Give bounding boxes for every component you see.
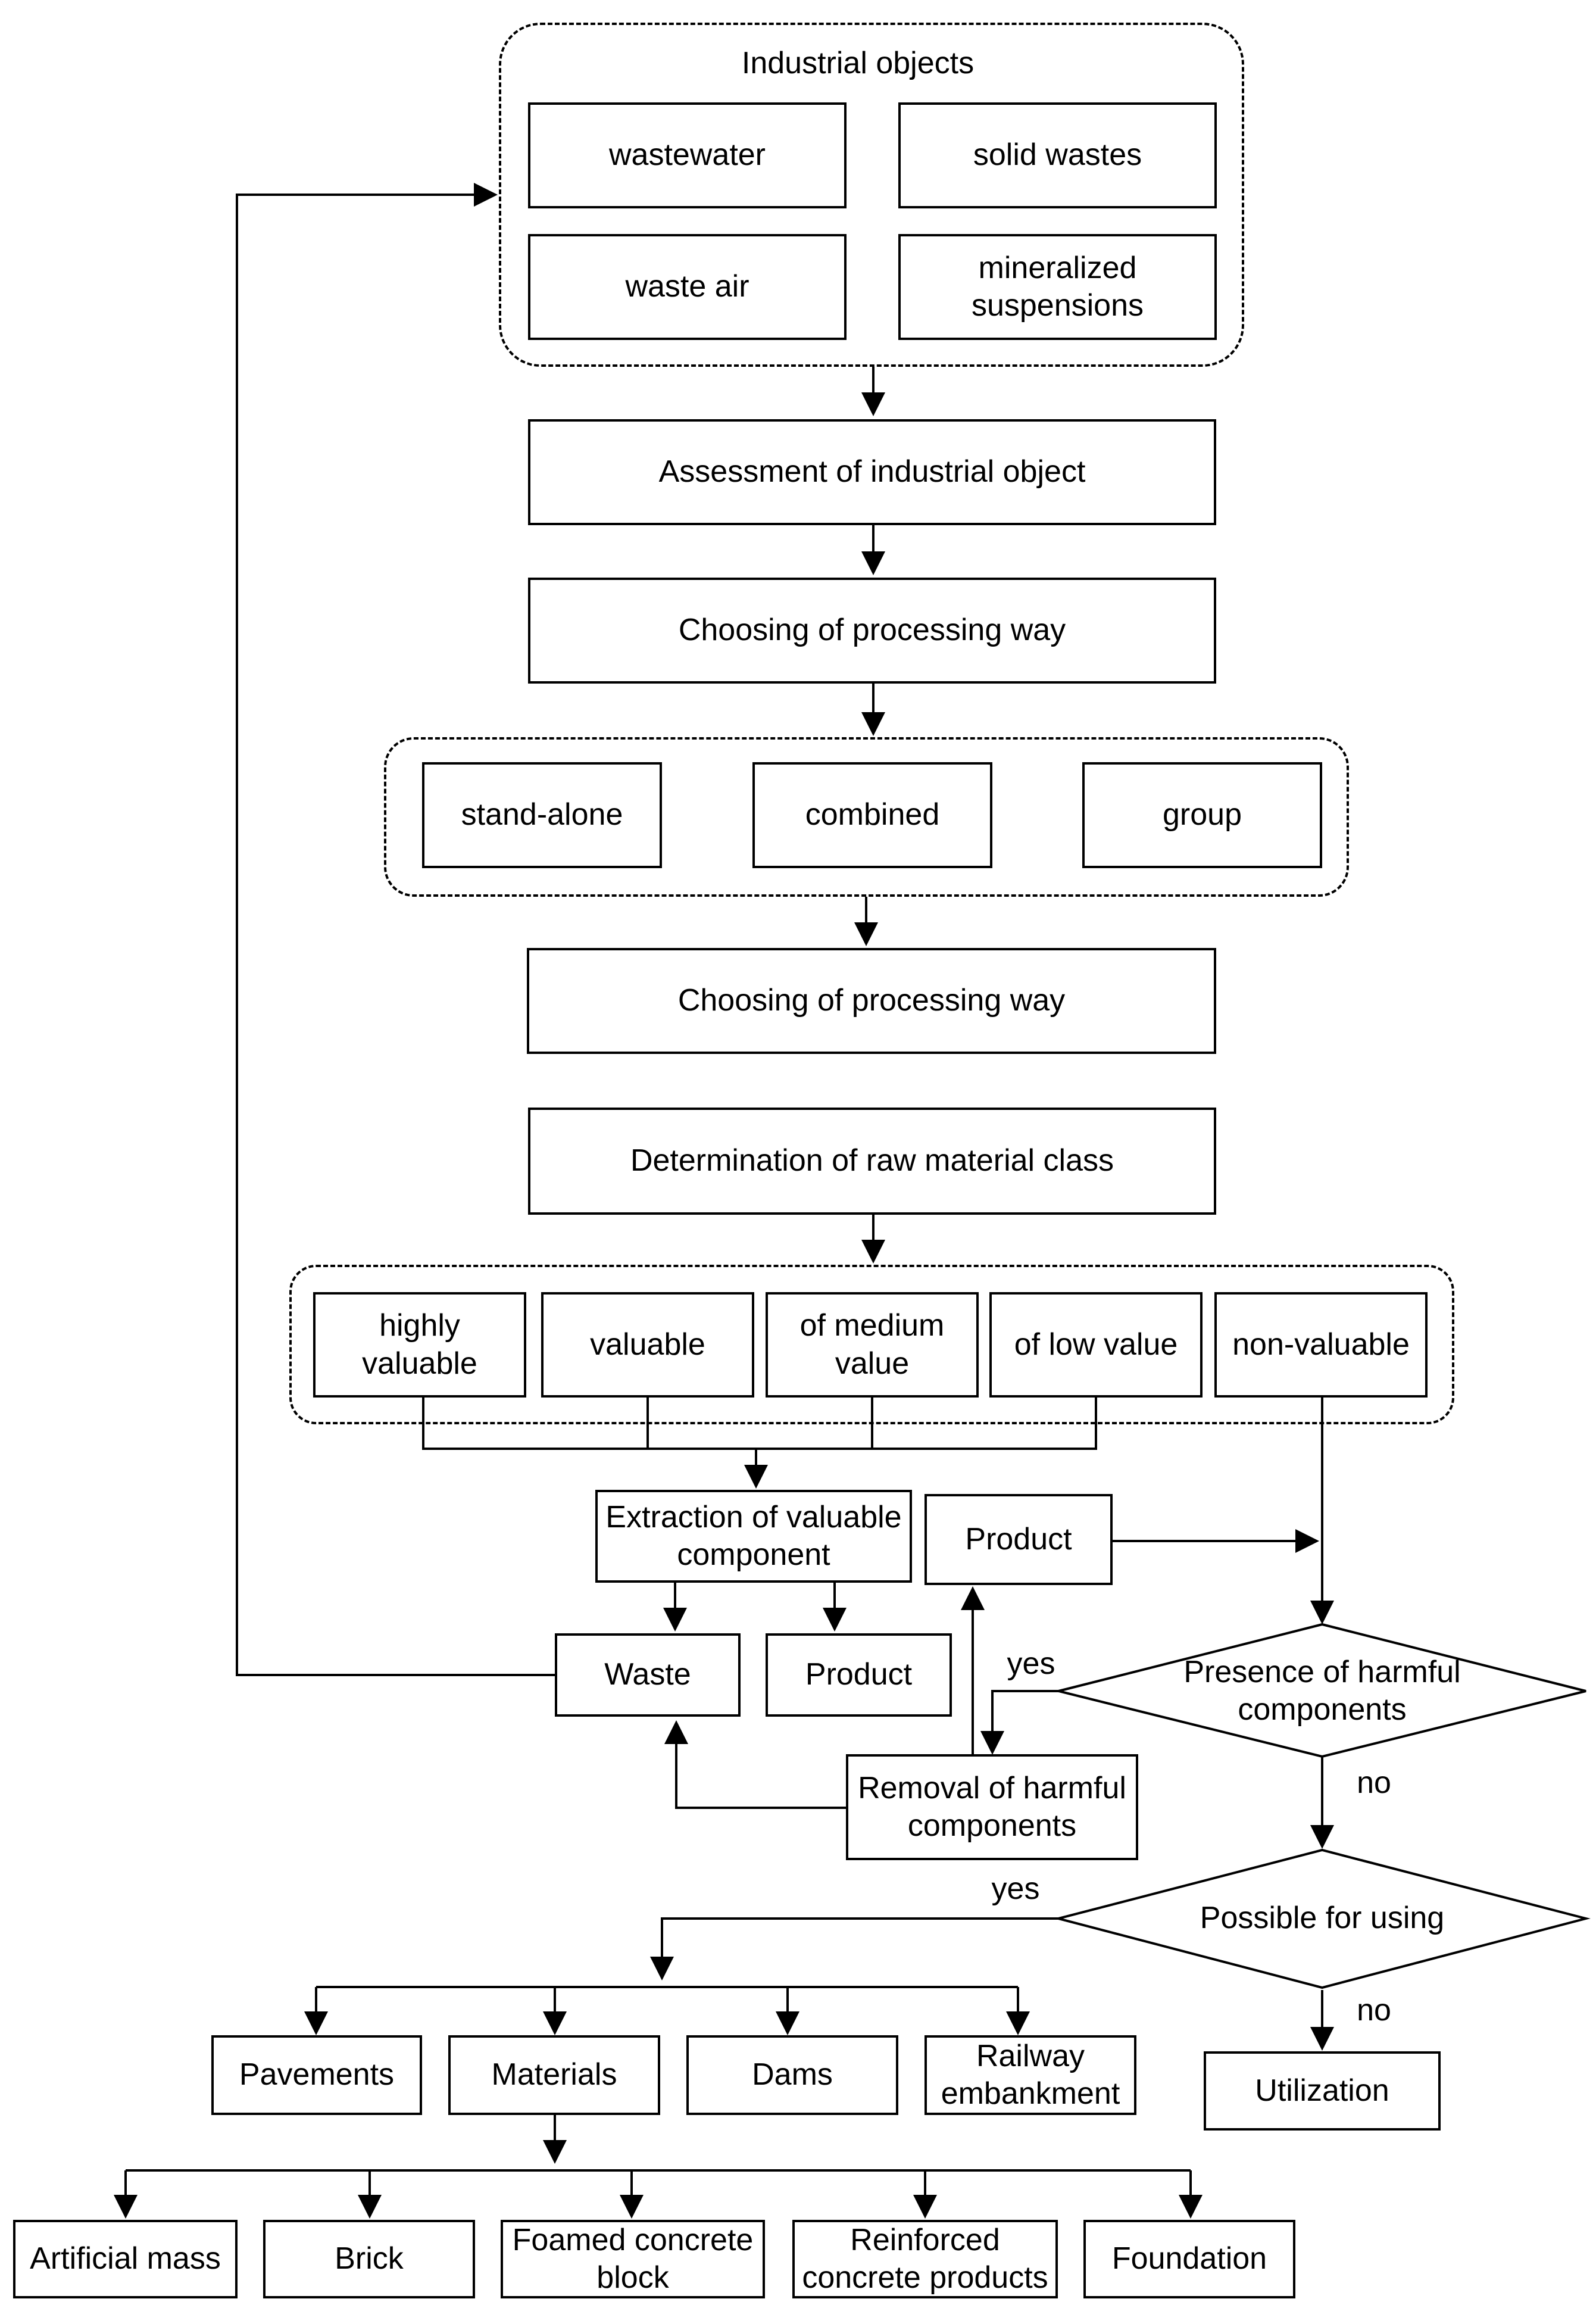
decision-possible-label: Possible for using <box>1200 1901 1445 1936</box>
edge-label-possible-yes: yes <box>991 1871 1040 1906</box>
node-stand-alone: stand-alone <box>422 762 662 868</box>
node-valuable: valuable <box>541 1292 754 1398</box>
node-product-top: Product <box>925 1494 1113 1585</box>
node-low-value: of low value <box>989 1292 1203 1398</box>
node-highly-valuable: highly valuable <box>313 1292 526 1398</box>
node-choosing-processing-way-1: Choosing of processing way <box>528 578 1216 684</box>
node-non-valuable: non-valuable <box>1214 1292 1428 1398</box>
edge-possible-yes <box>650 1917 1058 1980</box>
node-brick: Brick <box>263 2220 475 2298</box>
node-materials: Materials <box>448 2035 660 2115</box>
edge-label-harmful-yes: yes <box>1007 1646 1055 1681</box>
node-solid-wastes: solid wastes <box>898 102 1217 208</box>
node-reinforced-concrete-products: Reinforced concrete products <box>792 2220 1058 2298</box>
node-artificial-mass: Artificial mass <box>13 2220 238 2298</box>
node-group: group <box>1082 762 1322 868</box>
possible-decision-diamond <box>1054 1848 1591 1989</box>
decision-harmful-label: Presence of harmful components <box>1183 1654 1461 1727</box>
edge-label-harmful-no: no <box>1357 1766 1391 1800</box>
edge-classes-merge <box>422 1398 1097 1450</box>
node-utilization: Utilization <box>1204 2051 1441 2131</box>
node-product-mid: Product <box>766 1633 952 1717</box>
node-dams: Dams <box>686 2035 898 2115</box>
edge-label-possible-no: no <box>1357 1993 1391 2027</box>
processing-type-group <box>384 737 1349 897</box>
node-waste-air: waste air <box>528 234 847 340</box>
industrial-objects-group <box>499 23 1244 367</box>
edge-harmful-yes <box>980 1690 1058 1755</box>
node-assessment: Assessment of industrial object <box>528 419 1216 525</box>
node-mineralized-suspensions: mineralized suspensions <box>898 234 1217 340</box>
node-foamed-concrete-block: Foamed concrete block <box>501 2220 765 2298</box>
node-determination: Determination of raw material class <box>528 1108 1216 1215</box>
edge-removal-waste <box>664 1720 848 1809</box>
node-waste: Waste <box>555 1633 741 1717</box>
node-removal: Removal of harmful components <box>846 1754 1138 1860</box>
node-pavements: Pavements <box>211 2035 422 2115</box>
node-wastewater: wastewater <box>528 102 847 208</box>
node-choosing-processing-way-2: Choosing of processing way <box>527 948 1216 1054</box>
node-combined: combined <box>752 762 992 868</box>
industrial-objects-title: Industrial objects <box>741 46 975 80</box>
edge-waste-feedback <box>236 183 555 1676</box>
node-extraction: Extraction of valuable component <box>595 1490 912 1583</box>
node-foundation: Foundation <box>1083 2220 1295 2298</box>
node-medium-value: of medium value <box>766 1292 979 1398</box>
harmful-decision-diamond <box>1058 1623 1586 1758</box>
node-railway-embankment: Railway embankment <box>925 2035 1136 2115</box>
